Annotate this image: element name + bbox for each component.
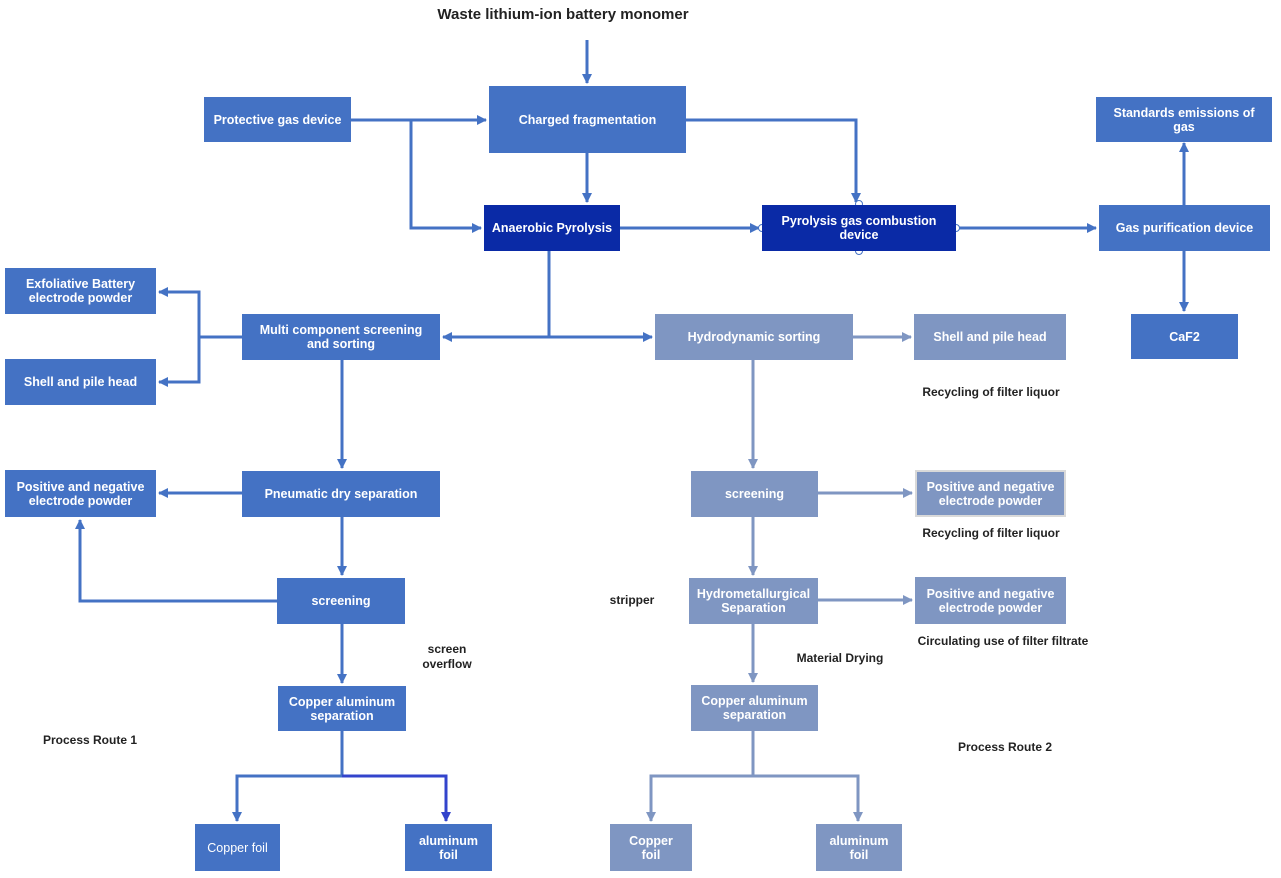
label-process-route-1: Process Route 1 xyxy=(42,733,138,747)
node-gas-purification: Gas purification device xyxy=(1099,205,1270,251)
edge-cu-al2-to-copper xyxy=(646,774,753,822)
edge-multi-to-exfoliative xyxy=(158,287,201,337)
edge-fragmentation-to-combustion xyxy=(686,118,861,203)
node-protective-gas-device: Protective gas device xyxy=(204,97,351,142)
node-pneumatic-dry: Pneumatic dry separation xyxy=(242,471,440,517)
node-anaerobic-pyrolysis: Anaerobic Pyrolysis xyxy=(484,205,620,251)
edge-cu-al-to-aluminum xyxy=(342,774,451,822)
label-material-drying: Material Drying xyxy=(796,651,884,665)
node-caf2: CaF2 xyxy=(1131,314,1238,359)
node-copper-foil-1: Copper foil xyxy=(195,824,280,871)
label-recycling-filter-1: Recycling of filter liquor xyxy=(922,385,1060,399)
node-shell-pile-head-2: Shell and pile head xyxy=(914,314,1066,360)
node-aluminum-foil-2: aluminum foil xyxy=(816,824,902,871)
edge-protective-to-pyrolysis xyxy=(409,120,482,233)
node-multi-component: Multi component screening and sorting xyxy=(242,314,440,360)
node-hydrodynamic-sorting: Hydrodynamic sorting xyxy=(655,314,853,360)
node-exfoliative-powder: Exfoliative Battery electrode powder xyxy=(5,268,156,314)
node-aluminum-foil-1: aluminum foil xyxy=(405,824,492,871)
label-stripper: stripper xyxy=(609,593,655,607)
node-cu-al-separation-1: Copper aluminum separation xyxy=(278,686,406,731)
node-pos-neg-powder-2: Positive and negative electrode powder xyxy=(915,470,1066,517)
label-recycling-filter-2: Recycling of filter liquor xyxy=(922,526,1060,540)
node-charged-fragmentation: Charged fragmentation xyxy=(489,86,686,153)
node-pos-neg-powder-3: Positive and negative electrode powder xyxy=(915,577,1066,624)
diagram-title: Waste lithium-ion battery monomer xyxy=(437,6,689,23)
edge-cu-al2-to-aluminum xyxy=(753,774,863,822)
label-process-route-2: Process Route 2 xyxy=(957,740,1053,754)
node-shell-pile-head-1: Shell and pile head xyxy=(5,359,156,405)
node-hydrometallurgical: Hydrometallurgical Separation xyxy=(689,578,818,624)
edge-cu-al-to-copper xyxy=(232,774,342,822)
node-copper-foil-2: Copper foil xyxy=(610,824,692,871)
node-standards-emissions: Standards emissions of gas xyxy=(1096,97,1272,142)
node-screening-2: screening xyxy=(691,471,818,517)
edge-multi-to-shell xyxy=(158,337,201,387)
node-pyrolysis-gas-combustion: Pyrolysis gas combustion device xyxy=(762,205,956,251)
node-cu-al-separation-2: Copper aluminum separation xyxy=(691,685,818,731)
label-screen-overflow: screen overflow xyxy=(422,642,472,671)
edge-screening-to-powder xyxy=(75,519,277,603)
label-circulating-filtrate: Circulating use of filter filtrate xyxy=(917,634,1089,648)
node-pos-neg-powder-1: Positive and negative electrode powder xyxy=(5,470,156,517)
node-screening-1: screening xyxy=(277,578,405,624)
